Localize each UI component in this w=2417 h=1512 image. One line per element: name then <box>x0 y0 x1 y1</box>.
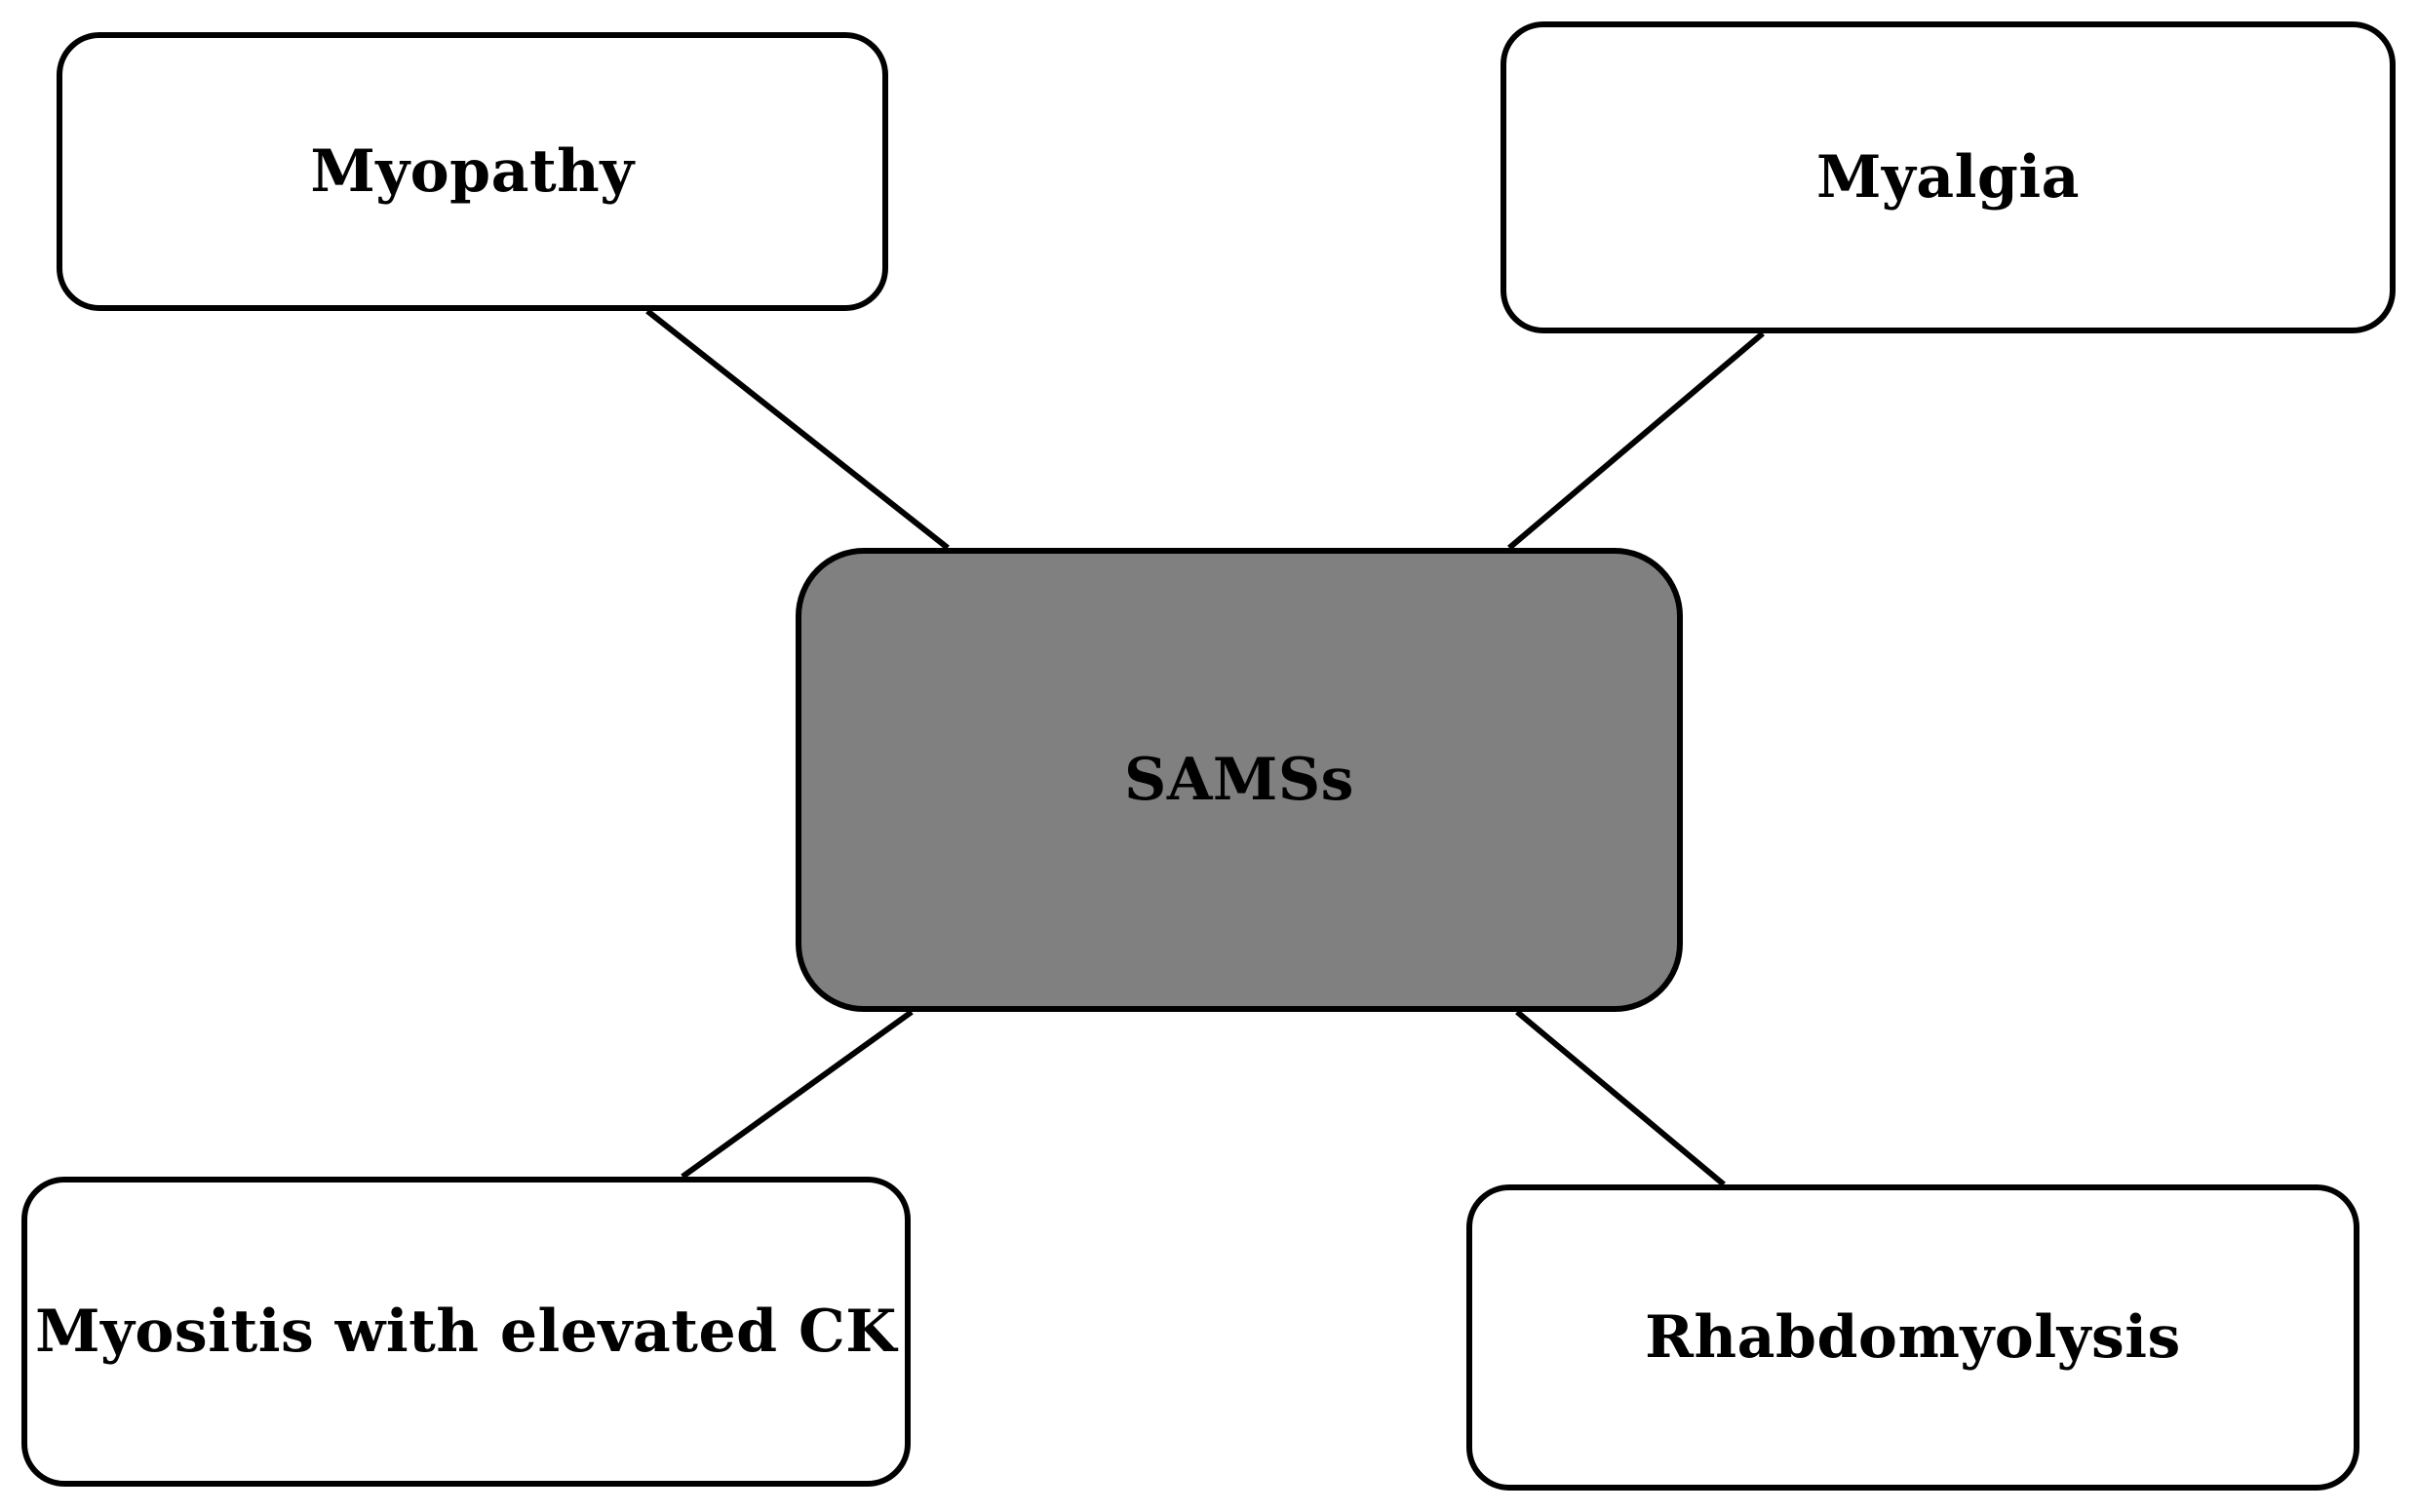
node-label-myopathy: Myopathy <box>310 137 635 206</box>
connector-myalgia <box>1507 330 1765 551</box>
node-myalgia: Myalgia <box>1501 21 2396 333</box>
node-label-rhabdomyolysis: Rhabdomyolysis <box>1645 1303 2181 1372</box>
node-myopathy: Myopathy <box>57 32 888 311</box>
node-rhabdomyolysis: Rhabdomyolysis <box>1466 1184 2359 1491</box>
node-myositis: Myositis with elevated CK <box>21 1177 911 1487</box>
connector-rhabdomyolysis <box>1515 1009 1726 1187</box>
node-label-myositis: Myositis with elevated CK <box>35 1298 897 1366</box>
node-center-samss: SAMSs <box>796 548 1683 1012</box>
node-label-samss: SAMSs <box>1124 746 1354 814</box>
node-label-myalgia: Myalgia <box>1815 143 2081 212</box>
connector-myositis <box>681 1009 914 1180</box>
connector-myopathy <box>645 308 950 551</box>
